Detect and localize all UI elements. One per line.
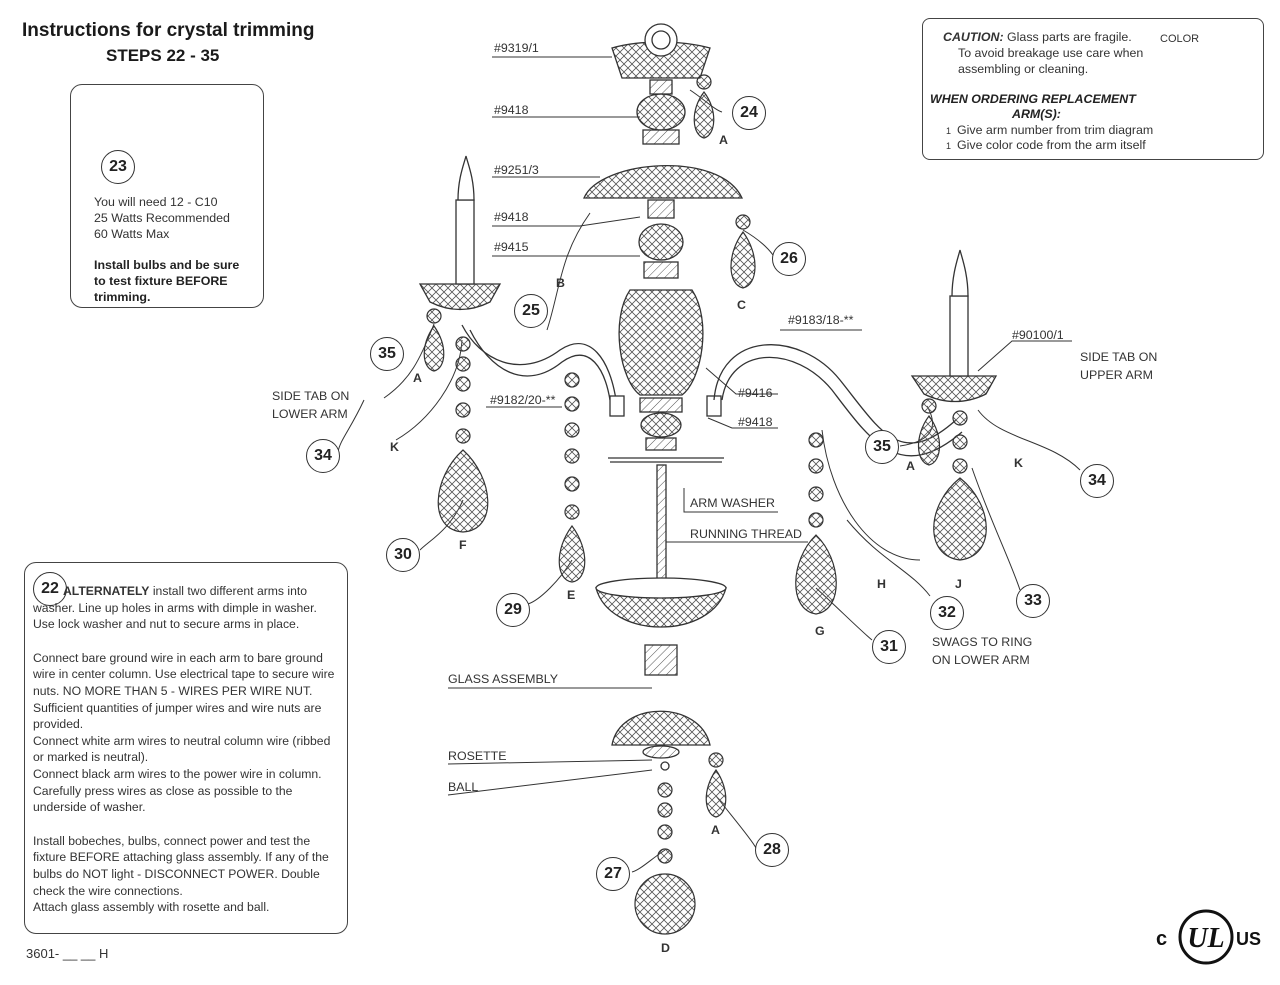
- step-34-left-badge: 34: [306, 439, 340, 473]
- ul-text: UL: [1187, 923, 1224, 954]
- part-label-9416: #9416: [738, 386, 773, 400]
- step-23-box: [70, 84, 264, 308]
- part-leader-lines: [337, 56, 1081, 873]
- chandelier-arms: [461, 324, 963, 457]
- step-22-paragraph-2: Connect bare ground wire in each arm to …: [33, 650, 335, 815]
- step-30-badge: 30: [386, 538, 420, 572]
- letter-j: J: [955, 577, 962, 591]
- letter-h: H: [877, 577, 886, 591]
- caution-line-2: To avoid breakage use care when: [958, 46, 1144, 60]
- step-22-box: [24, 562, 348, 934]
- step-22-paragraph-3: Install bobeches, bulbs, connect power a…: [33, 833, 329, 915]
- step-24-badge: 24: [732, 96, 766, 130]
- side-tab-lower-label-1: SIDE TAB ON: [272, 389, 350, 403]
- step-29-badge: 29: [496, 593, 530, 627]
- ordering-item-1-number: 1: [946, 126, 952, 136]
- letter-g: G: [815, 624, 825, 638]
- ordering-heading-2: ARM(S):: [1012, 107, 1061, 121]
- step-22-text: ALTERNATELY install two different arms i…: [33, 583, 341, 916]
- ordering-item-2-number: 1: [946, 141, 952, 151]
- glass-assembly-label: GLASS ASSEMBLY: [448, 672, 558, 686]
- ordering-item-2: 1 Give color code from the arm itself: [946, 138, 1146, 152]
- step-31-badge: 31: [872, 630, 906, 664]
- page-subtitle: STEPS 22 - 35: [106, 46, 220, 65]
- ul-mark-icon: UL c US: [1156, 909, 1261, 965]
- page-title: Instructions for crystal trimming: [22, 20, 315, 41]
- letter-a-35-left: A: [413, 371, 422, 385]
- letter-b: B: [556, 276, 565, 290]
- model-number: 3601- __ __ H: [26, 946, 109, 961]
- letter-c: C: [737, 298, 746, 312]
- ordering-item-2-text: Give color code from the arm itself: [957, 138, 1146, 152]
- letter-e: E: [567, 588, 576, 602]
- ul-c-text: c: [1156, 928, 1167, 950]
- step-35-left-badge: 35: [370, 337, 404, 371]
- letter-k-left: K: [390, 440, 399, 454]
- caution-heading: CAUTION: Glass parts are fragile.: [943, 30, 1132, 44]
- letter-f: F: [459, 538, 467, 552]
- part-label-9415: #9415: [494, 240, 529, 254]
- step-28-badge: 28: [755, 833, 789, 867]
- step-23-line-2: 25 Watts Recommended: [94, 211, 230, 225]
- part-label-9183: #9183/18-**: [788, 313, 854, 327]
- step-25-badge: 25: [514, 294, 548, 328]
- letter-a-24: A: [719, 133, 728, 147]
- step-23-line-3: 60 Watts Max: [94, 227, 170, 241]
- side-tab-upper-label-1: SIDE TAB ON: [1080, 350, 1158, 364]
- caution-label: CAUTION:: [943, 30, 1004, 44]
- ball-label: BALL: [448, 780, 479, 794]
- side-tab-lower-label-2: LOWER ARM: [272, 407, 348, 421]
- part-label-9418-top: #9418: [494, 103, 529, 117]
- step-23-line-1: You will need 12 - C10: [94, 195, 218, 209]
- ul-us-text: US: [1236, 929, 1261, 949]
- part-label-9182: #9182/20-**: [490, 393, 556, 407]
- step-33-badge: 33: [1016, 584, 1050, 618]
- letter-a-28: A: [711, 823, 720, 837]
- part-label-9251: #9251/3: [494, 163, 539, 177]
- swags-label-2: ON LOWER ARM: [932, 653, 1030, 667]
- caution-heading-text: Glass parts are fragile.: [1007, 30, 1132, 44]
- caution-line-3: assembling or cleaning.: [958, 62, 1089, 76]
- step-26-badge: 26: [772, 242, 806, 276]
- ordering-item-1: 1 Give arm number from trim diagram: [946, 123, 1153, 137]
- step-35-right-badge: 35: [865, 430, 899, 464]
- culus-logo: UL c US: [1146, 907, 1266, 967]
- ordering-item-1-text: Give arm number from trim diagram: [957, 123, 1154, 137]
- side-tab-upper-label-2: UPPER ARM: [1080, 368, 1153, 382]
- crystal-drops: [423, 74, 987, 935]
- part-label-9418-low: #9418: [738, 415, 773, 429]
- step-22-alternately: ALTERNATELY: [63, 584, 150, 598]
- arm-washer-label: ARM WASHER: [690, 496, 775, 510]
- letter-a-35-right: A: [906, 459, 915, 473]
- letter-k-right: K: [1014, 456, 1023, 470]
- color-label: COLOR: [1160, 33, 1200, 45]
- part-label-9418-mid: #9418: [494, 210, 529, 224]
- part-label-9319: #9319/1: [494, 41, 539, 55]
- ordering-heading-1: WHEN ORDERING REPLACEMENT: [930, 92, 1136, 106]
- part-label-90100: #90100/1: [1012, 328, 1064, 342]
- step-22-badge: 22: [33, 572, 67, 606]
- letter-d: D: [661, 941, 670, 955]
- step-32-badge: 32: [930, 596, 964, 630]
- center-column: [583, 23, 744, 771]
- step-23-warning: Install bulbs and be sure to test fixtur…: [94, 258, 240, 304]
- step-22-paragraph-1: install two different arms into washer. …: [33, 584, 317, 632]
- step-34-right-badge: 34: [1080, 464, 1114, 498]
- caution-box: [922, 18, 1264, 160]
- candle-cups: [418, 155, 998, 403]
- swags-label-1: SWAGS TO RING: [932, 635, 1033, 649]
- step-27-badge: 27: [596, 857, 630, 891]
- running-thread-label: RUNNING THREAD: [690, 527, 802, 541]
- rosette-label: ROSETTE: [448, 749, 507, 763]
- step-23-badge: 23: [101, 150, 135, 184]
